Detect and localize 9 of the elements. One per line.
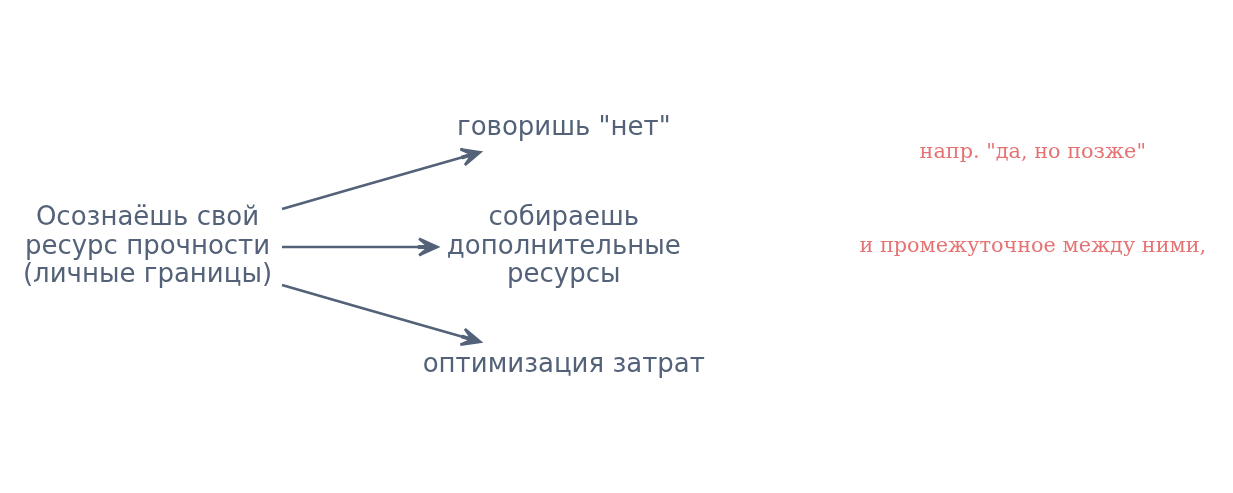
node-text: Осознаёшь свой ресурс прочности (личные границы) (22, 200, 273, 288)
arrow (281, 283, 482, 346)
node-text: собираешь дополнительные ресурсы (446, 200, 681, 288)
arrow (282, 237, 439, 256)
arrow (281, 147, 482, 210)
label: и промежуточное между ними, (859, 232, 1207, 257)
node-text: говоришь "нет" (456, 110, 671, 141)
label: напр. "да, но позже" (919, 138, 1146, 163)
node-text: оптимизация затрат (422, 347, 705, 378)
